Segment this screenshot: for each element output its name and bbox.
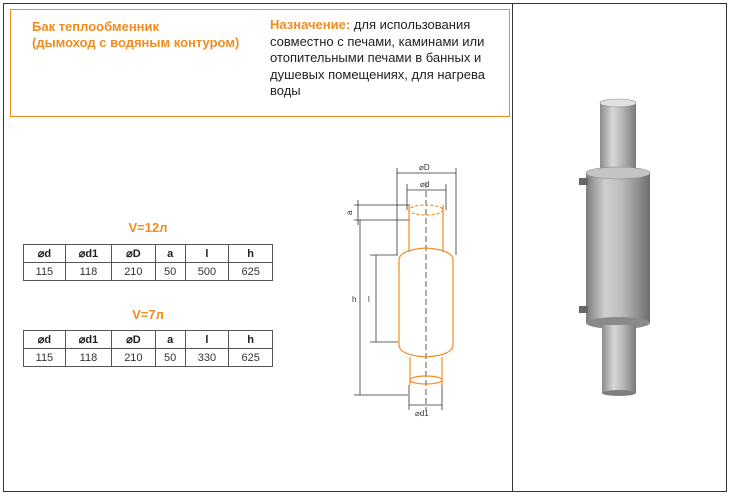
label-D: ⌀D xyxy=(419,163,430,172)
table-cell: 118 xyxy=(64,348,113,367)
table-header-cell: h xyxy=(228,330,273,349)
label-l: l xyxy=(368,295,370,304)
spec-table-7: ⌀d ⌀d1 ⌀D a l h 115 118 210 50 330 625 xyxy=(23,330,273,367)
volume-title-7: V=7л xyxy=(132,307,164,322)
label-a: a xyxy=(345,210,354,215)
table-row: 115 118 210 50 500 625 xyxy=(23,262,273,281)
label-d1: ⌀d1 xyxy=(415,409,429,418)
product-title-line1: Бак теплообменник xyxy=(32,19,160,34)
table-row: 115 118 210 50 330 625 xyxy=(23,348,273,367)
purpose-body: для использования совместно с печами, ка… xyxy=(270,17,485,98)
table-header-cell: ⌀D xyxy=(111,330,156,349)
dimension-lines xyxy=(354,168,457,410)
table-cell: 500 xyxy=(184,262,230,281)
table-header-cell: a xyxy=(154,244,186,263)
table-cell: 330 xyxy=(184,348,230,367)
technical-drawing: ⌀D ⌀d a h l ⌀d1 xyxy=(345,163,457,418)
header-box xyxy=(10,9,510,117)
spec-table-12: ⌀d ⌀d1 ⌀D a l h 115 118 210 50 500 625 xyxy=(23,244,273,281)
label-d: ⌀d xyxy=(420,180,429,189)
table-header-row: ⌀d ⌀d1 ⌀D a l h xyxy=(23,244,273,263)
volume-title-12: V=12л xyxy=(128,220,168,235)
table-header-cell: l xyxy=(184,244,230,263)
column-divider xyxy=(512,3,513,492)
page-frame xyxy=(3,3,727,492)
table-cell: 210 xyxy=(111,262,156,281)
table-header-cell: ⌀d xyxy=(23,330,66,349)
table-cell: 50 xyxy=(154,262,186,281)
table-header-cell: ⌀d xyxy=(23,244,66,263)
table-cell: 115 xyxy=(23,262,66,281)
table-cell: 625 xyxy=(228,262,273,281)
label-h: h xyxy=(352,295,356,304)
purpose-text: Назначение: для использования совместно … xyxy=(270,17,506,100)
table-cell: 625 xyxy=(228,348,273,367)
table-header-cell: h xyxy=(228,244,273,263)
table-header-cell: l xyxy=(184,330,230,349)
product-title: Бак теплообменник (дымоход с водяным кон… xyxy=(32,19,262,51)
table-header-cell: ⌀D xyxy=(111,244,156,263)
heat-exchanger-outline xyxy=(398,204,454,385)
table-cell: 115 xyxy=(23,348,66,367)
table-cell: 118 xyxy=(64,262,113,281)
table-header-cell: ⌀d1 xyxy=(64,244,113,263)
table-header-cell: a xyxy=(154,330,186,349)
product-title-line2: (дымоход с водяным контуром) xyxy=(32,35,240,50)
table-cell: 50 xyxy=(154,348,186,367)
purpose-label: Назначение: xyxy=(270,17,351,32)
table-header-cell: ⌀d1 xyxy=(64,330,113,349)
table-cell: 210 xyxy=(111,348,156,367)
table-header-row: ⌀d ⌀d1 ⌀D a l h xyxy=(23,330,273,349)
chimney-heat-exchanger-photo-icon xyxy=(579,98,651,396)
